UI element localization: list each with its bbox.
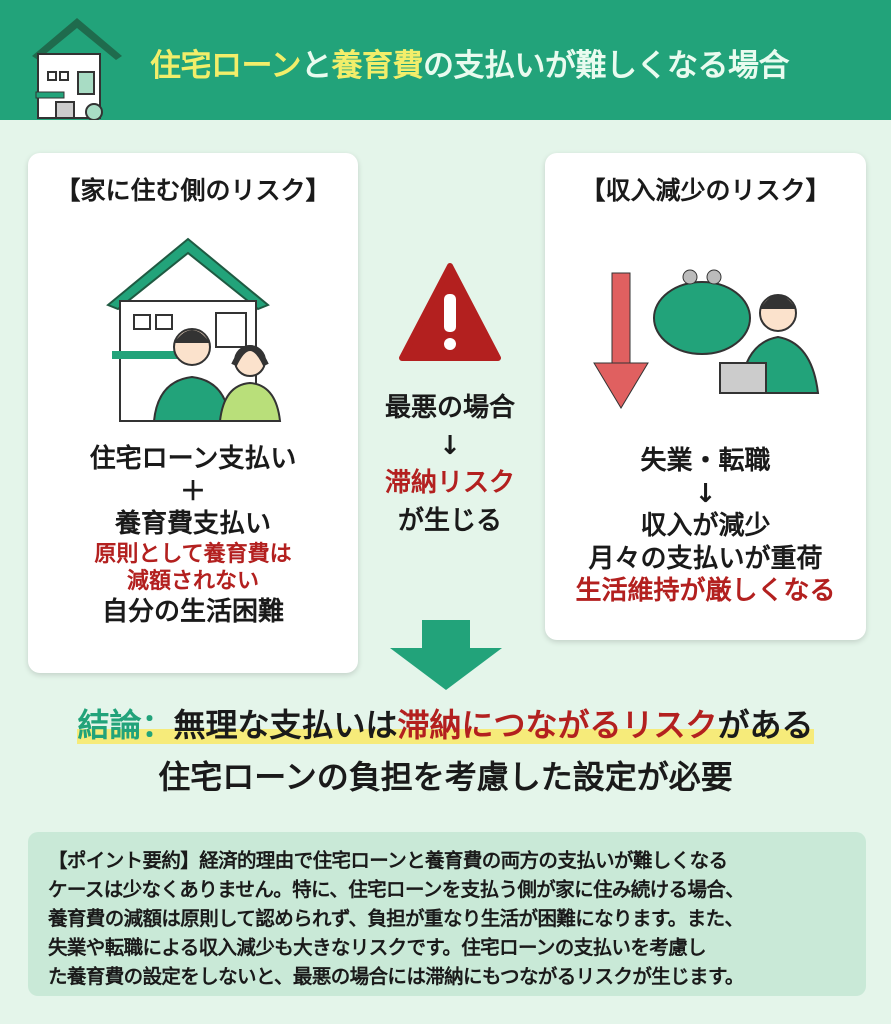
income-risk-card: 【収入減少のリスク】 失業・転職 ↓ 収入が減少 月々の支払いが重荷 生活維持が… <box>545 153 866 640</box>
summary-line: 失業や転職による収入減少も大きなリスクです。住宅ローンの支払いを考慮し <box>48 936 707 959</box>
arrow-down-icon: ↓ <box>694 478 717 509</box>
conclusion-line2: 住宅ローンの負担を考慮した設定が必要 <box>158 758 733 796</box>
title-part: の支払いが難しくなる場合 <box>422 48 790 84</box>
family-house-illustration <box>106 237 282 422</box>
title-part: と <box>300 48 332 84</box>
conclusion-text: がある <box>717 706 814 744</box>
delinquency-risk-text: 滞納リスク <box>384 468 515 499</box>
plus-sign: ＋ <box>179 476 206 507</box>
conclusion-highlight: 滞納につながるリスク <box>397 706 718 744</box>
income-decrease-illustration <box>593 269 820 409</box>
summary-line: 養育費の減額は原則して認められず、負担が重なり生活が困難になります。また、 <box>48 907 744 930</box>
warning-icon <box>399 263 501 361</box>
page-title: 住宅ローンと養育費の支払いが難しくなる場合 <box>150 40 789 85</box>
conclusion-text: 無理な支払いは <box>173 706 398 744</box>
title-part: 養育費 <box>331 48 423 84</box>
house-icon <box>32 18 122 120</box>
title-part: 住宅ローン <box>150 48 301 84</box>
card-title: 【家に住む側のリスク】 <box>55 176 331 205</box>
big-arrow-down-icon <box>390 620 502 690</box>
living-hard-text: 生活維持が厳しくなる <box>575 576 836 606</box>
income-decrease-text: 収入が減少 <box>640 511 771 541</box>
worst-case-text: 最悪の場合 <box>384 393 515 423</box>
warning-text: 減額されない <box>126 569 259 594</box>
job-loss-text: 失業・転職 <box>640 446 771 476</box>
arrow-down-icon: ↓ <box>439 430 461 461</box>
payment-burden-text: 月々の支払いが重荷 <box>588 543 823 574</box>
summary-line: 【ポイント要約】経済的理由で住宅ローンと養育費の両方の支払いが難しくなる <box>48 849 728 872</box>
hardship-text: 自分の生活困難 <box>101 596 284 627</box>
conclusion-line1: 結論：無理な支払いは滞納につながるリスクがある <box>0 700 891 746</box>
center-column: 最悪の場合 ↓ 滞納リスク が生じる <box>355 262 545 541</box>
conclusion-label: 結論： <box>77 706 174 744</box>
summary-line: た養育費の設定をしないと、最悪の場合には滞納にもつながるリスクが生じます。 <box>48 965 744 988</box>
result-text: が生じる <box>397 506 502 537</box>
header-banner: 住宅ローンと養育費の支払いが難しくなる場合 <box>0 0 891 120</box>
card-title: 【収入減少のリスク】 <box>580 176 831 205</box>
home-risk-card: 【家に住む側のリスク】 住宅ローン支払い ＋ 養育費支払い 原則として養育費は … <box>28 153 358 673</box>
summary-box: 【ポイント要約】経済的理由で住宅ローンと養育費の両方の支払いが難しくなる ケース… <box>28 832 866 996</box>
child-support-text: 養育費支払い <box>114 509 271 539</box>
loan-payment-text: 住宅ローン支払い <box>89 444 297 474</box>
summary-line: ケースは少なくありません。特に、住宅ローンを支払う側が家に住み続ける場合、 <box>48 878 745 901</box>
warning-text: 原則として養育費は <box>94 541 292 567</box>
